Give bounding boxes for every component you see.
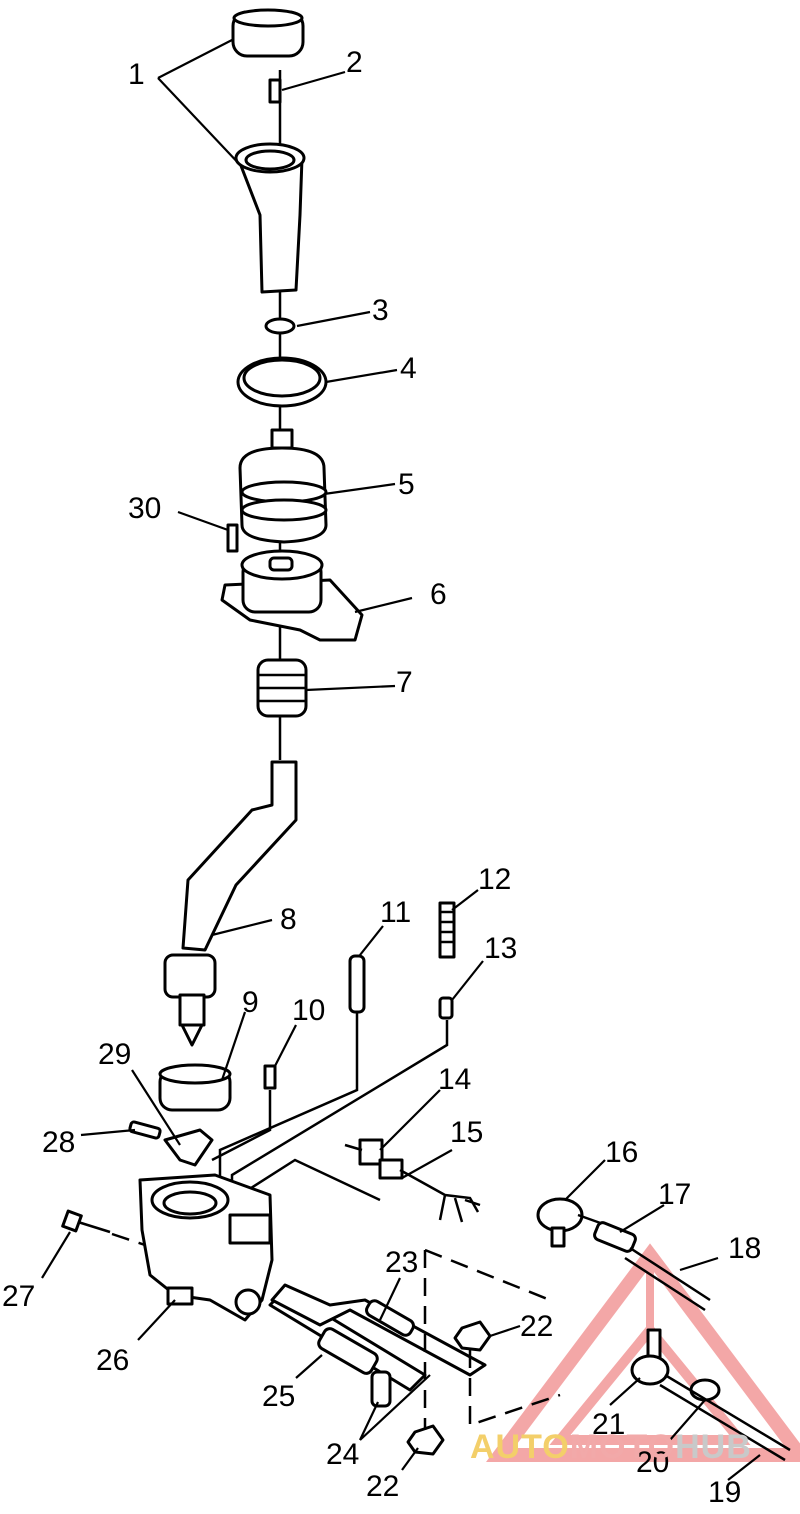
part-1-knob-body bbox=[234, 142, 306, 294]
part-22-nut-upper bbox=[453, 1320, 492, 1352]
part-17-adjuster bbox=[593, 1221, 637, 1253]
part-2-screw bbox=[268, 78, 282, 104]
part-16-rod-end bbox=[536, 1197, 621, 1248]
callout-17: 17 bbox=[658, 1178, 692, 1211]
callout-22-upper: 22 bbox=[520, 1310, 554, 1343]
part-1-knob-cap bbox=[231, 8, 305, 58]
callout-13: 13 bbox=[484, 932, 518, 965]
part-5-boot bbox=[238, 428, 328, 544]
part-30-screw bbox=[226, 523, 239, 553]
guide-line-13 bbox=[230, 1020, 449, 1200]
guide-line-11 bbox=[218, 1012, 359, 1185]
part-8-shift-lever bbox=[163, 760, 298, 1047]
part-23-link-arm bbox=[270, 1283, 487, 1377]
leader-lines bbox=[41, 39, 761, 1481]
watermark-text: AUTOMOTOHUB bbox=[470, 1428, 752, 1467]
callout-12: 12 bbox=[478, 863, 512, 896]
callout-1: 1 bbox=[128, 58, 145, 91]
callout-5: 5 bbox=[398, 468, 415, 501]
part-3-ring bbox=[264, 317, 296, 335]
guide-line-10 bbox=[211, 1090, 272, 1162]
part-11-pin bbox=[348, 954, 366, 1014]
part-14-switch bbox=[344, 1138, 384, 1166]
part-21-ball-joint bbox=[630, 1328, 670, 1386]
part-6-bracket bbox=[220, 549, 364, 642]
part-9-collar bbox=[158, 1063, 232, 1112]
callout-25: 25 bbox=[262, 1380, 296, 1413]
watermark-auto: AUTO bbox=[470, 1428, 570, 1466]
callout-16: 16 bbox=[605, 1136, 639, 1169]
callout-4: 4 bbox=[400, 352, 417, 385]
callout-26: 26 bbox=[96, 1344, 130, 1377]
part-19-cable-end bbox=[659, 1373, 791, 1462]
callout-21: 21 bbox=[592, 1408, 626, 1441]
watermark-hub: HUB bbox=[675, 1428, 752, 1466]
callout-9: 9 bbox=[242, 986, 259, 1019]
callout-14: 14 bbox=[438, 1063, 472, 1096]
callout-27: 27 bbox=[2, 1280, 36, 1313]
callout-23: 23 bbox=[385, 1246, 419, 1279]
part-12-spring bbox=[438, 901, 456, 959]
callout-11: 11 bbox=[380, 896, 412, 929]
part-4-large-ring bbox=[236, 356, 328, 408]
part-20-nut bbox=[689, 1378, 721, 1402]
part-18-cable bbox=[624, 1246, 711, 1312]
callout-18: 18 bbox=[728, 1232, 762, 1265]
part-15-wire-harness bbox=[378, 1158, 481, 1223]
part-29-yoke bbox=[163, 1128, 214, 1167]
callout-20: 20 bbox=[636, 1446, 670, 1479]
callout-22-lower: 22 bbox=[366, 1470, 400, 1503]
callout-10: 10 bbox=[292, 994, 326, 1027]
callout-19: 19 bbox=[708, 1476, 742, 1509]
part-24-pin bbox=[370, 1370, 392, 1408]
callout-29: 29 bbox=[98, 1038, 132, 1071]
dashed-line-to-16 bbox=[424, 1248, 551, 1302]
callout-6: 6 bbox=[430, 578, 447, 611]
part-28-pin bbox=[128, 1120, 162, 1140]
callout-2: 2 bbox=[346, 46, 363, 79]
part-26-housing bbox=[138, 1173, 274, 1322]
callout-3: 3 bbox=[372, 294, 389, 327]
part-13-plunger bbox=[438, 996, 454, 1020]
part-10-set-screw bbox=[263, 1064, 277, 1090]
watermark-moto: MOTO bbox=[569, 1428, 676, 1466]
callout-28: 28 bbox=[42, 1126, 76, 1159]
callout-7: 7 bbox=[396, 666, 413, 699]
part-22-nut-lower bbox=[406, 1424, 445, 1456]
callout-15: 15 bbox=[450, 1116, 484, 1149]
guide-line-14 bbox=[239, 1158, 381, 1202]
callout-30: 30 bbox=[128, 492, 162, 525]
part-27-bolt bbox=[61, 1209, 146, 1247]
part-7-bellows bbox=[256, 658, 308, 718]
callout-24: 24 bbox=[326, 1438, 360, 1471]
callout-8: 8 bbox=[280, 903, 297, 936]
